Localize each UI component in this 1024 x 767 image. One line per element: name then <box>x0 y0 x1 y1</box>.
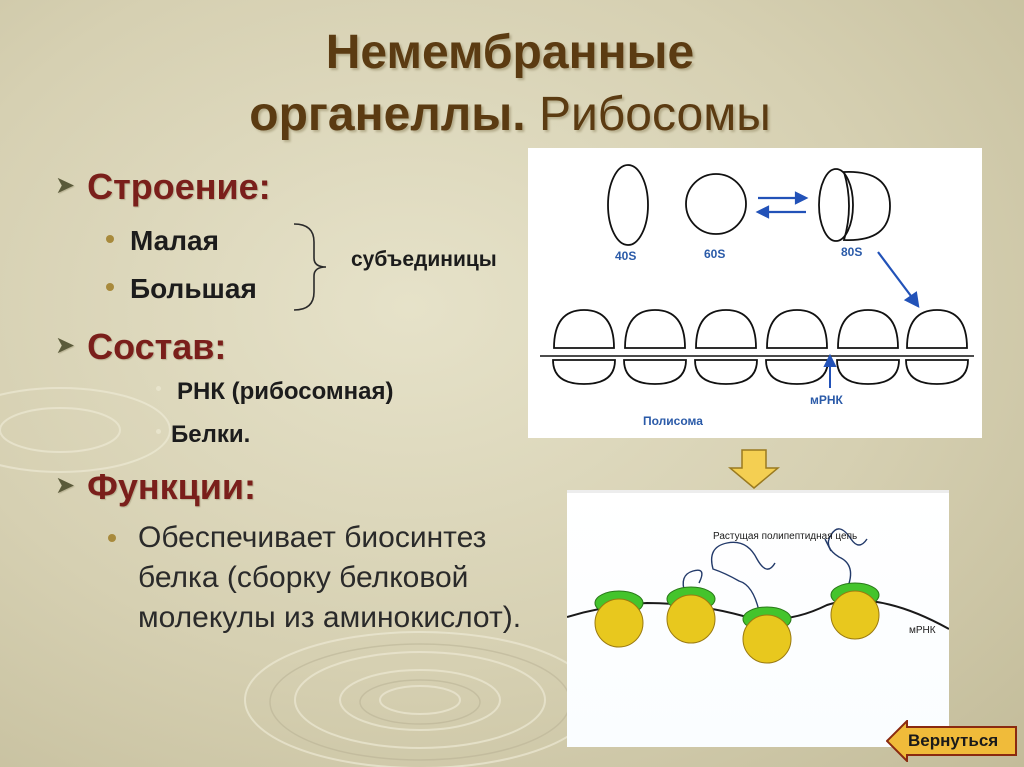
ribosome-subunits-diagram: 40S 60S 80S мРНК Полисома <box>528 148 982 438</box>
arrow-bullet-icon: ➤ <box>55 472 76 499</box>
list-item: Белки. <box>156 421 250 449</box>
assembled-large-subunit-shape <box>842 171 891 241</box>
heading-functions: ➤ Функции: <box>55 466 256 508</box>
list-item: Большая <box>106 273 257 305</box>
large-subunit-shape <box>553 309 615 349</box>
large-subunit-shape <box>695 309 757 349</box>
arrow-bullet-icon: ➤ <box>55 332 76 359</box>
list-item: Малая <box>106 225 219 257</box>
list-item: РНК (рибосомная) <box>156 378 394 406</box>
label-polysome: Полисома <box>643 414 703 428</box>
large-subunit-shape <box>906 309 968 349</box>
large-subunit-shape <box>766 309 828 349</box>
label-60s: 60S <box>704 247 725 261</box>
polypeptide-chain <box>827 528 868 590</box>
heading-composition: ➤ Состав: <box>55 326 226 368</box>
down-arrow-icon <box>728 449 780 489</box>
small-subunit-shape <box>836 359 900 385</box>
heading-structure: ➤ Строение: <box>55 166 271 208</box>
large-subunit-shape <box>624 309 686 349</box>
label-mrna: мРНК <box>810 393 844 407</box>
large-subunit-shape <box>666 594 716 644</box>
list-item-text: Белки. <box>171 421 251 448</box>
polysome-arrow-head <box>903 291 920 308</box>
heading-composition-text: Состав: <box>87 326 227 367</box>
title-organelles: органеллы. <box>249 88 526 141</box>
bullet-dot-icon <box>106 283 114 291</box>
large-subunit-shape <box>685 173 747 235</box>
curly-brace-icon <box>293 223 327 311</box>
heading-functions-text: Функции: <box>87 466 256 507</box>
bullet-dot-icon <box>108 534 116 542</box>
title-ribosomes: Рибосомы <box>525 88 771 141</box>
back-button-label: Вернуться <box>908 731 999 750</box>
polypeptide-chain <box>682 569 703 594</box>
label-growing-chain: Растущая полипептидная цепь <box>713 531 857 542</box>
list-item-text: РНК (рибосомная) <box>177 378 394 405</box>
polypeptide-chain <box>710 541 776 612</box>
assembled-small-subunit-shape <box>818 168 854 242</box>
translation-diagram: Растущая полипептидная цепь мРНК <box>567 490 949 747</box>
small-subunit-shape <box>694 359 758 385</box>
title-line-1: Немембранные <box>325 26 695 79</box>
large-subunit-shape <box>594 598 644 648</box>
small-subunit-shape <box>552 359 616 385</box>
small-subunit-shape <box>623 359 687 385</box>
polysome-ribosomes <box>552 309 969 385</box>
label-40s: 40S <box>615 249 636 263</box>
list-item-text: Большая <box>130 273 257 304</box>
bullet-dot-icon <box>156 386 161 391</box>
large-subunit-shape <box>830 590 880 640</box>
back-arrow-icon <box>886 720 1017 762</box>
assembly-arrow-head <box>794 191 809 205</box>
label-80s: 80S <box>841 245 862 259</box>
subunits-label: субъединицы <box>351 248 497 271</box>
list-item-text: Малая <box>130 225 219 256</box>
small-subunit-shape <box>765 359 829 385</box>
arrow-bullet-icon: ➤ <box>55 172 76 199</box>
large-subunit-shape <box>742 614 792 664</box>
mrna-pointer-head <box>823 353 837 367</box>
large-subunit-shape <box>837 309 899 349</box>
bullet-dot-icon <box>156 429 161 434</box>
small-subunit-shape <box>905 359 969 385</box>
bullet-dot-icon <box>106 235 114 243</box>
polysome-arrow-line <box>877 251 915 301</box>
translating-ribosomes <box>594 582 880 664</box>
chain-label-pointer <box>824 538 832 552</box>
slide-title: Немембранные органеллы. Рибосомы <box>140 22 880 146</box>
heading-structure-text: Строение: <box>87 166 271 207</box>
small-subunit-shape <box>607 164 649 246</box>
label-mrna-2: мРНК <box>909 625 936 636</box>
dissociation-arrow-head <box>755 205 770 219</box>
functions-text: Обеспечивает биосинтез белка (сборку бел… <box>138 521 522 634</box>
back-button[interactable]: Вернуться <box>886 720 1018 762</box>
